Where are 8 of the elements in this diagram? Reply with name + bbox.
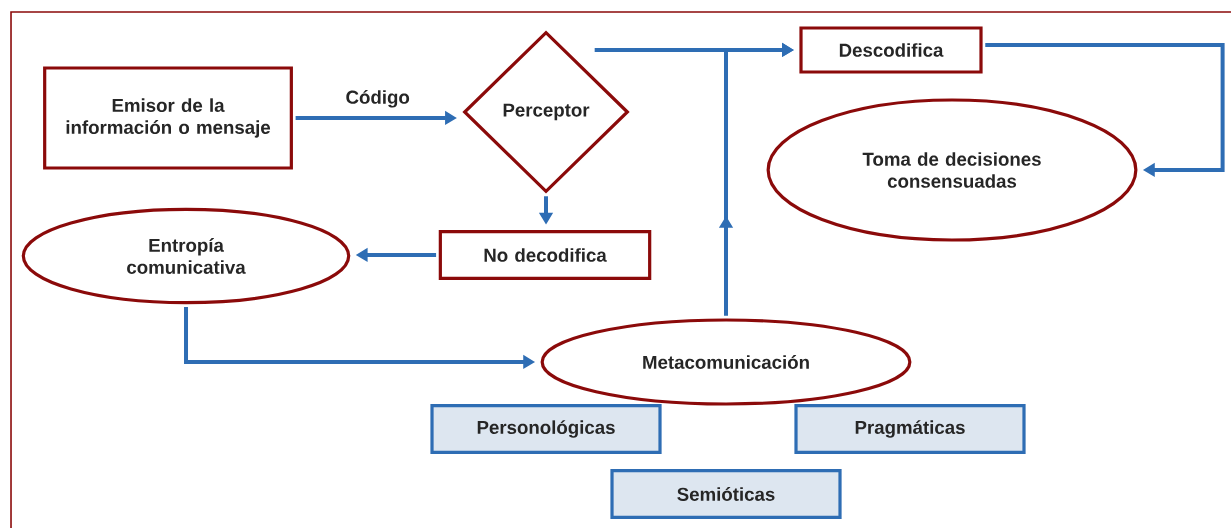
- category-box: Personológicas: [430, 404, 662, 454]
- process-box: Emisor de la información o mensaje: [43, 66, 293, 170]
- arrow: [985, 43, 1225, 178]
- category-box: Pragmáticas: [794, 404, 1026, 454]
- process-box: No decodifica: [438, 230, 652, 280]
- process-box: Descodifica: [799, 26, 983, 74]
- edge-label: Código: [346, 89, 410, 108]
- category-box: Semióticas: [610, 469, 842, 519]
